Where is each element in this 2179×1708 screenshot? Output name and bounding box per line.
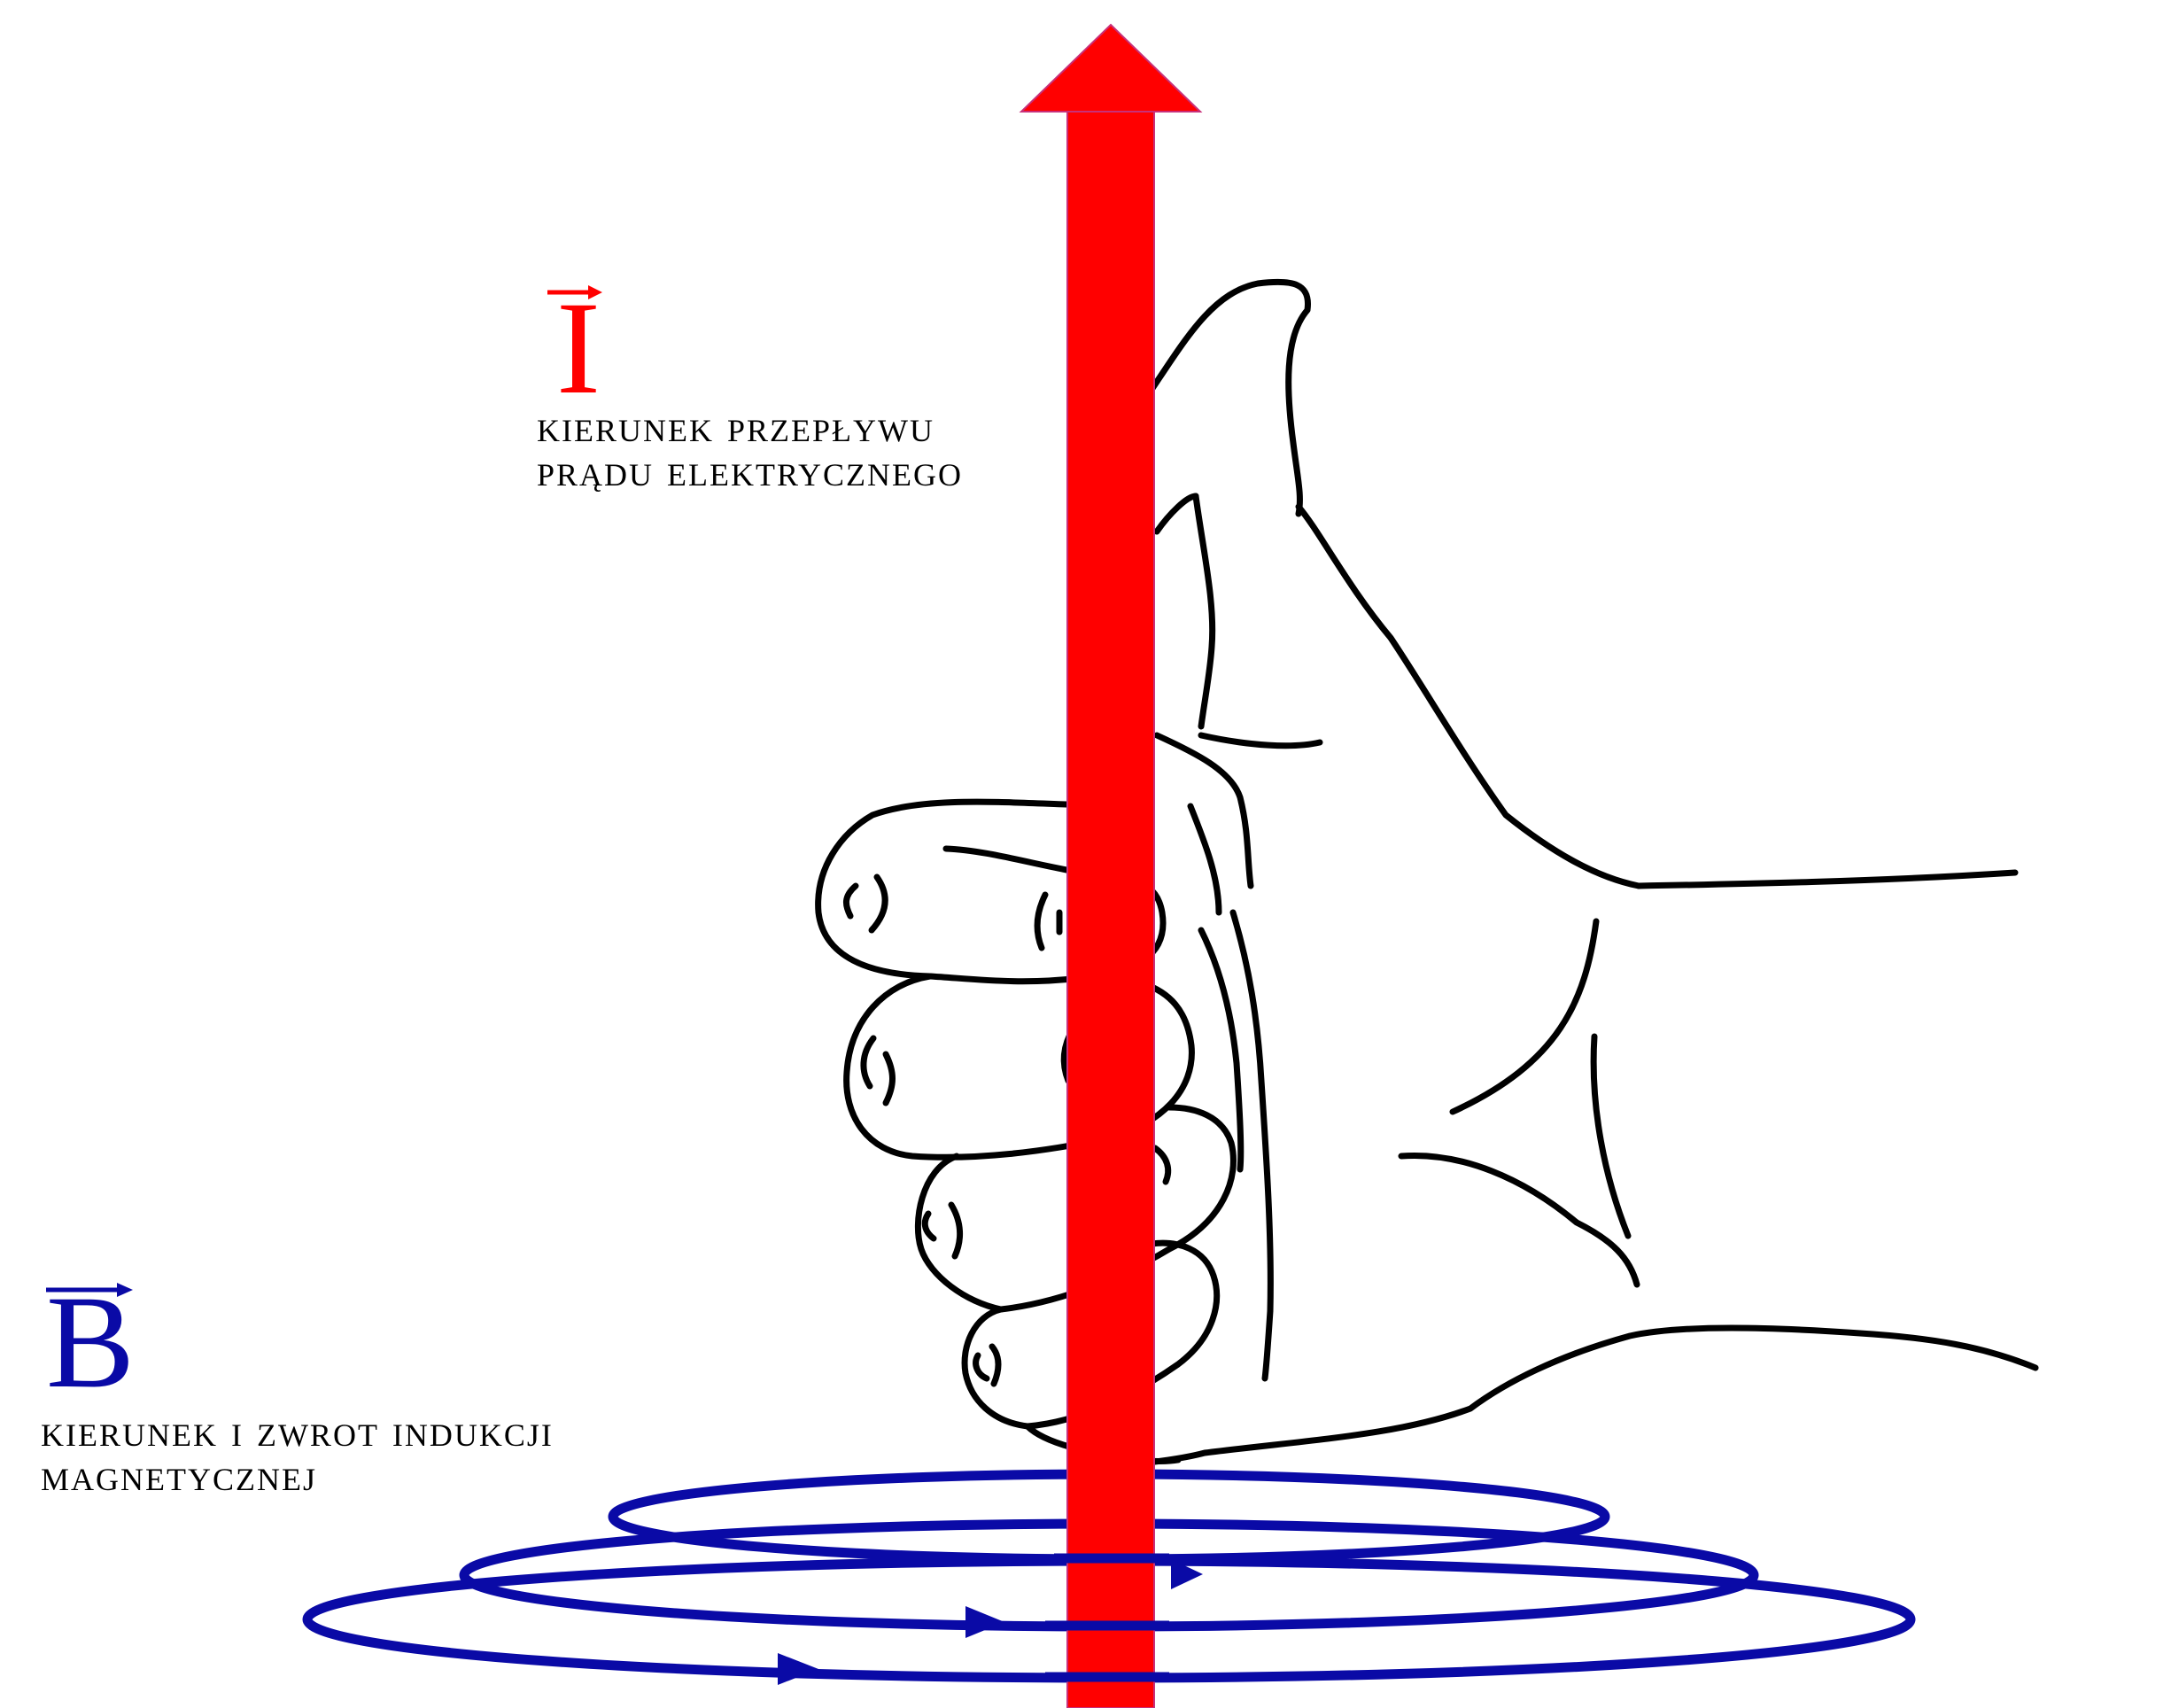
palm-crease-2 (1590, 1033, 1632, 1239)
current-arrow (1019, 23, 1203, 1708)
thumb-outline (1148, 278, 1642, 889)
thumb-base (1192, 493, 1323, 749)
hand-drawing (815, 278, 2039, 1467)
field-arrowhead-middle-icon (965, 1606, 1004, 1638)
palm-side (1229, 909, 1274, 1382)
current-label-line-1: KIERUNEK PRZEPŁYWU (537, 401, 934, 452)
palm-inner-line (1198, 927, 1245, 1173)
magnetic-field-loops-front (1045, 1553, 1169, 1682)
field-symbol: B (46, 1269, 136, 1416)
field-arrowhead-inner-icon (1171, 1559, 1203, 1589)
current-label-line-2: PRĄDU ELEKTRYCZNEGO (537, 446, 963, 496)
wrist-lower-edge (1139, 1324, 2039, 1467)
palm-crease-3 (1398, 1152, 1640, 1288)
middle-finger (843, 973, 1195, 1161)
thumb-web (1153, 732, 1254, 916)
palm-crease-1 (1449, 918, 1600, 1115)
current-symbol: I (556, 275, 601, 422)
field-label-line-2: MAGNETYCZNEJ (41, 1450, 317, 1501)
field-vector-arrow-icon (117, 1283, 133, 1297)
hand-back-edge (1635, 869, 2019, 889)
field-direction-arrows (778, 1559, 1203, 1685)
field-arrowhead-outer-icon (778, 1653, 818, 1685)
current-arrowhead-icon (1019, 23, 1203, 113)
current-arrow-shaft (1066, 105, 1155, 1708)
field-label-line-1: KIERUNEK I ZWROT INDUKCJI (41, 1406, 554, 1456)
vector-arrows (46, 285, 602, 1297)
current-vector-arrow-icon (588, 285, 602, 299)
